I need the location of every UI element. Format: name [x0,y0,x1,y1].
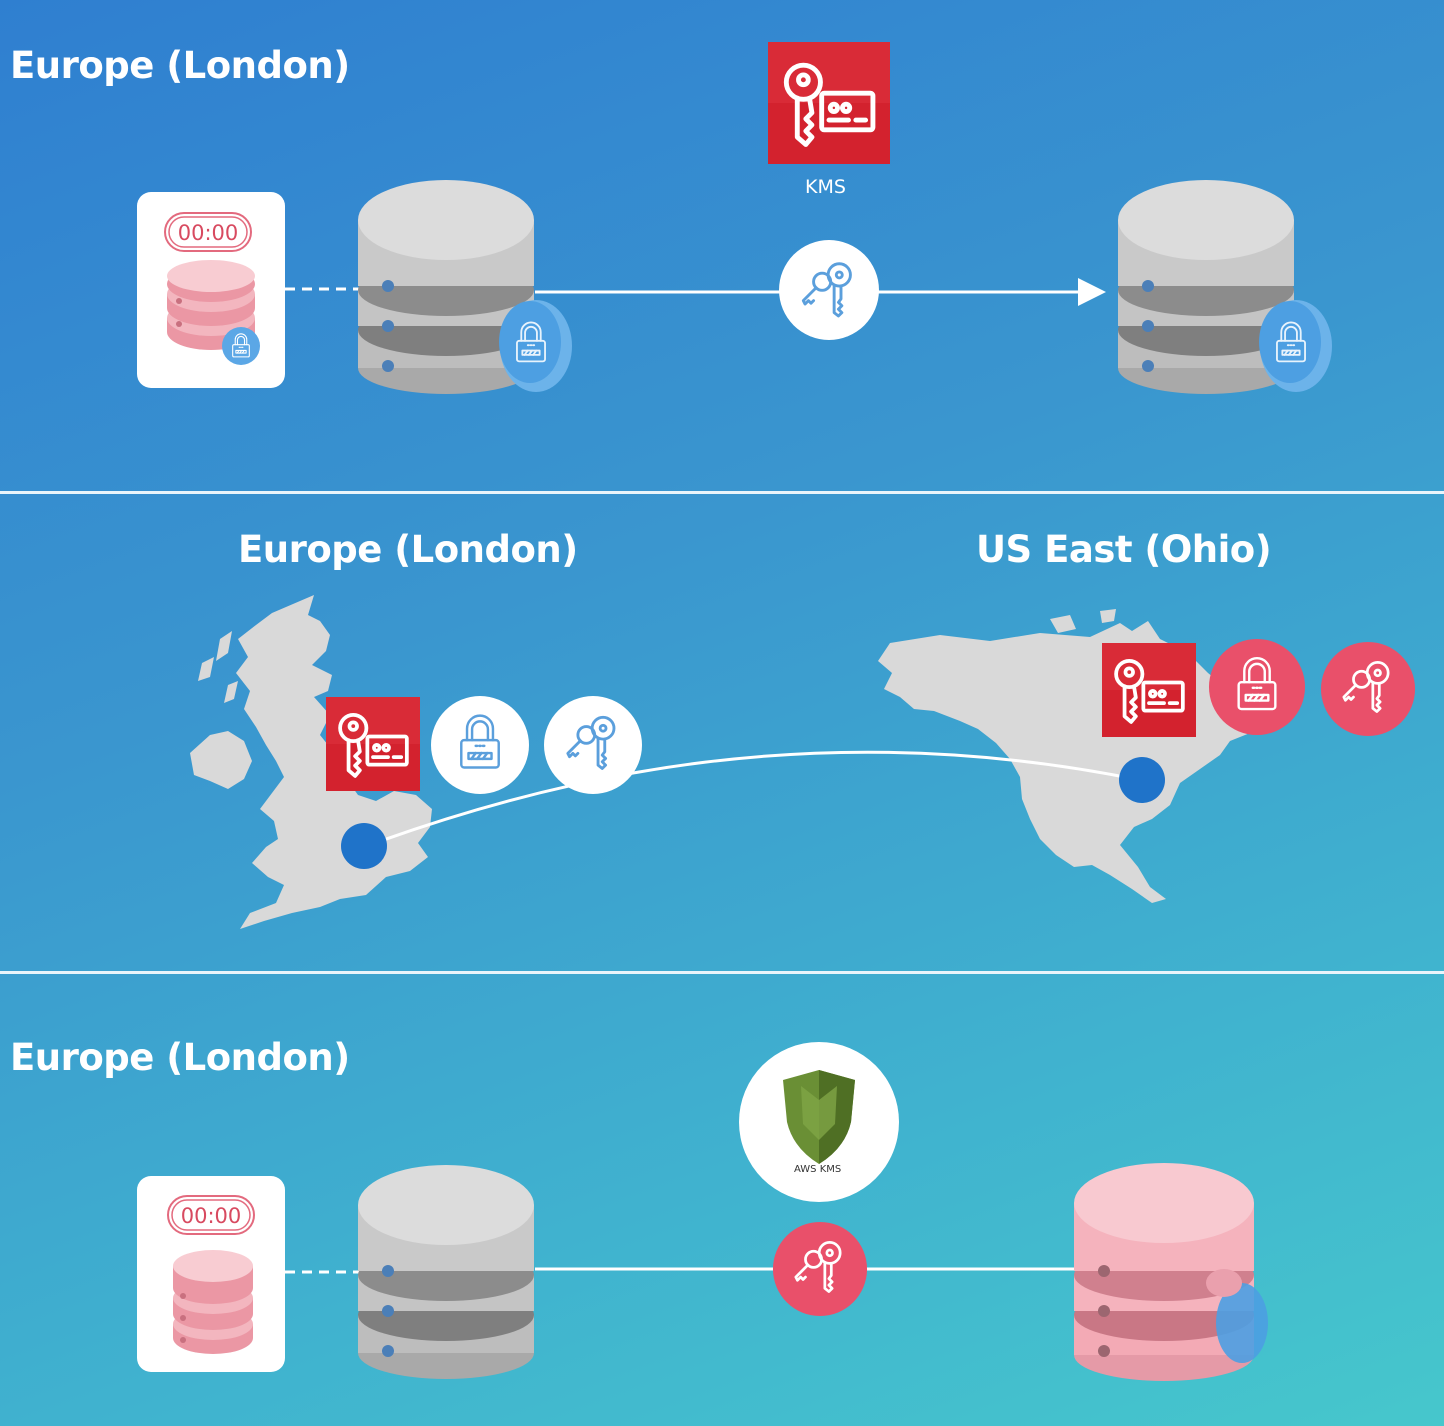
aws-kms-shield-icon [739,1042,899,1202]
padlock-icon [430,695,530,795]
section-divider [0,491,1444,494]
padlock-icon [222,327,260,365]
timestamp-badge: 00:00 [167,1195,255,1235]
source-region-title: Europe (London) [238,528,578,571]
database-icon [167,260,255,350]
svg-text:00:00: 00:00 [181,1204,242,1228]
padlock-icon [1208,638,1306,736]
arrow-head [1078,278,1106,306]
map-pin-icon [340,822,388,870]
timestamp-badge: 00:00 [164,212,252,252]
kms-key-icon [768,42,890,164]
padlock-icon [499,300,572,392]
key-pair-icon [778,239,880,341]
kms-label: KMS [805,176,846,198]
region-title: Europe (London) [10,1036,350,1079]
target-region-title: US East (Ohio) [976,528,1272,571]
target-database [1074,1163,1268,1385]
panel-snapshot-copy-aws-kms: Europe (London) 00:00 [0,975,1444,1426]
key-pair-icon [543,695,643,795]
database-icon [173,1250,253,1354]
aws-kms-label: AWS KMS [794,1164,842,1175]
snapshot-card [137,192,285,388]
route-line [0,495,1444,972]
source-database [358,1165,538,1385]
key-pair-icon [1320,641,1416,737]
map-pin-icon [1118,756,1166,804]
source-database [358,180,578,400]
panel-snapshot-copy-encrypted: Europe (London) [0,0,1444,492]
svg-text:00:00: 00:00 [178,221,239,245]
target-database [1118,180,1338,400]
key-pair-icon [772,1221,868,1317]
panel-cross-region-copy: Europe (London) US East (Ohio) [0,495,1444,972]
kms-key-icon [326,697,420,791]
section-divider [0,971,1444,974]
kms-key-icon [1102,643,1196,737]
region-title: Europe (London) [10,44,350,87]
snapshot-card [137,1176,285,1372]
padlock-icon [1259,300,1332,392]
